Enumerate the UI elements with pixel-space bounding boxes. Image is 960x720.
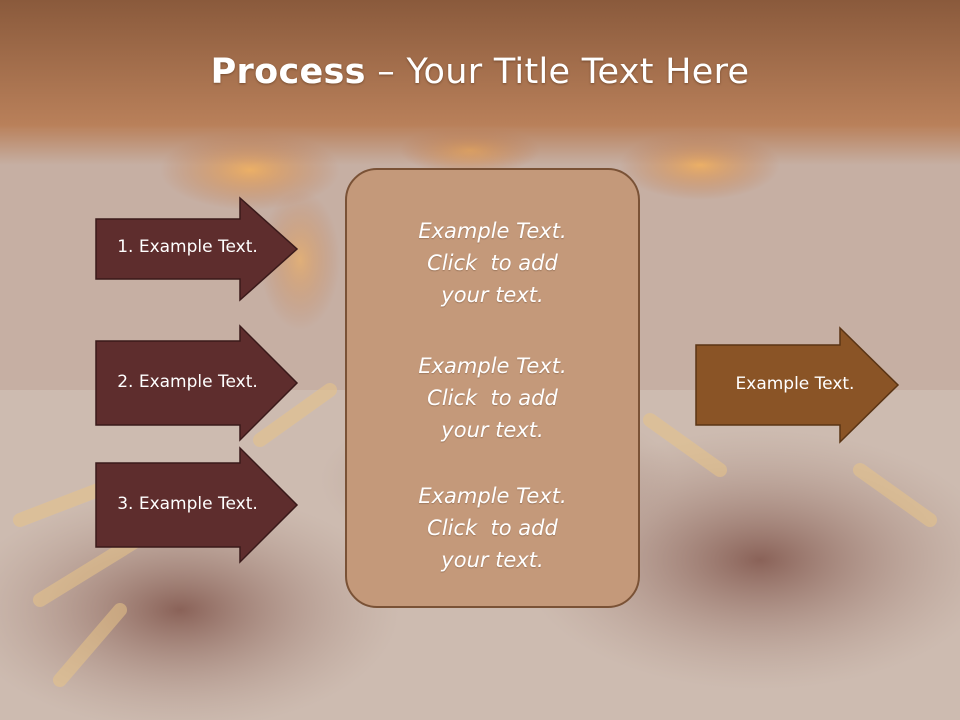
step-label: 3. Example Text. — [117, 494, 258, 514]
center-text-line: your text. — [441, 418, 544, 442]
title-rest: Your Title Text Here — [406, 52, 750, 92]
center-text-line: your text. — [441, 548, 544, 572]
step-label: 1. Example Text. — [117, 237, 258, 257]
center-text-block-2[interactable]: Example Text. Click to add your text. — [347, 350, 638, 446]
center-text-block-3[interactable]: Example Text. Click to add your text. — [347, 480, 638, 576]
title-separator: – — [365, 52, 407, 92]
output-arrow-shape — [695, 326, 900, 444]
center-text-line: Example Text. — [418, 354, 567, 378]
step-arrow-shape — [95, 324, 299, 442]
slide-title[interactable]: Process – Your Title Text Here — [0, 52, 960, 92]
center-text-line: Click to add — [427, 251, 558, 275]
output-arrow[interactable]: Example Text. — [695, 326, 900, 444]
step-arrow-2[interactable]: 2. Example Text. — [95, 324, 299, 442]
center-text-line: Example Text. — [418, 219, 567, 243]
center-text-block-1[interactable]: Example Text. Click to add your text. — [347, 215, 638, 311]
center-text-line: Example Text. — [418, 484, 567, 508]
output-label: Example Text. — [735, 374, 855, 394]
title-bold: Process — [210, 52, 366, 92]
step-arrow-1[interactable]: 1. Example Text. — [95, 196, 299, 302]
step-arrow-shape — [95, 196, 299, 302]
step-arrow-3[interactable]: 3. Example Text. — [95, 446, 299, 564]
center-text-line: Click to add — [427, 386, 558, 410]
center-text-box[interactable]: Example Text. Click to add your text. Ex… — [345, 168, 640, 608]
center-text-line: Click to add — [427, 516, 558, 540]
center-text-line: your text. — [441, 283, 544, 307]
step-label: 2. Example Text. — [117, 372, 258, 392]
step-arrow-shape — [95, 446, 299, 564]
